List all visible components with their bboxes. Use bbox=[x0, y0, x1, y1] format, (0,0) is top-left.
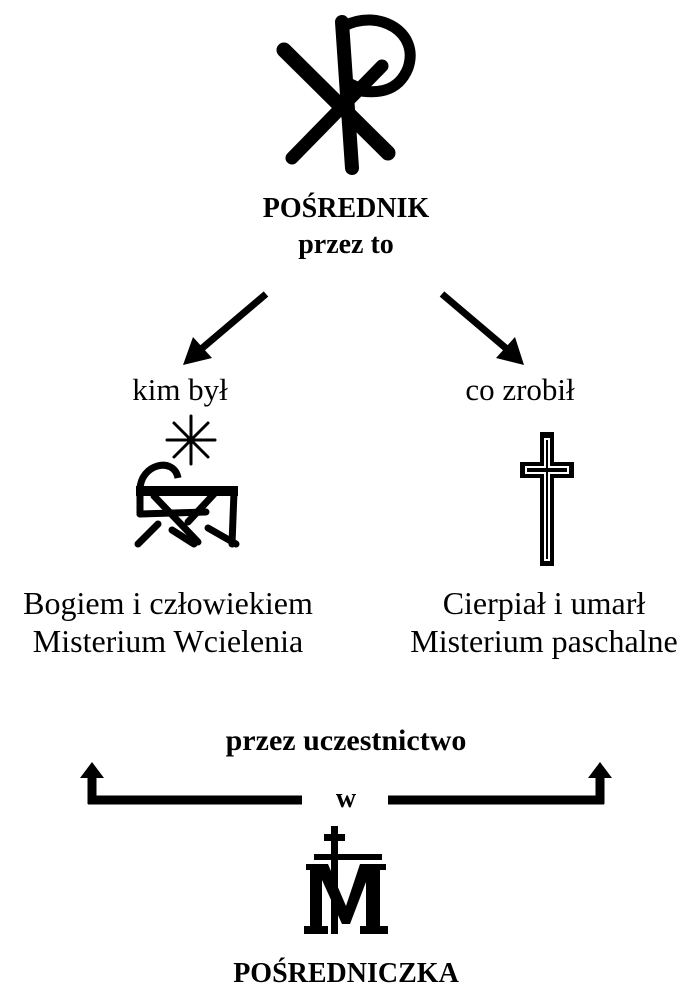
right-caption-line1: Cierpiał i umarł bbox=[442, 585, 646, 621]
left-branch-label: kim był bbox=[132, 372, 228, 407]
right-branch-label: co zrobił bbox=[465, 372, 575, 407]
manger-star-icon bbox=[134, 414, 240, 548]
top-title: POŚREDNIK bbox=[262, 193, 430, 224]
bottom-title: POŚREDNICZKA bbox=[233, 958, 459, 989]
connector-word: w bbox=[335, 783, 357, 814]
top-subtitle: przez to bbox=[298, 229, 394, 260]
chi-rho-icon bbox=[276, 14, 416, 175]
marian-monogram-icon bbox=[304, 826, 388, 934]
left-caption-line2: Misterium Wcielenia bbox=[32, 623, 304, 659]
right-caption-line2: Misterium paschalne bbox=[410, 623, 678, 659]
left-caption-line1: Bogiem i człowiekiem bbox=[23, 585, 313, 621]
connector-title: przez uczestnictwo bbox=[225, 724, 467, 757]
cross-icon bbox=[520, 432, 574, 566]
